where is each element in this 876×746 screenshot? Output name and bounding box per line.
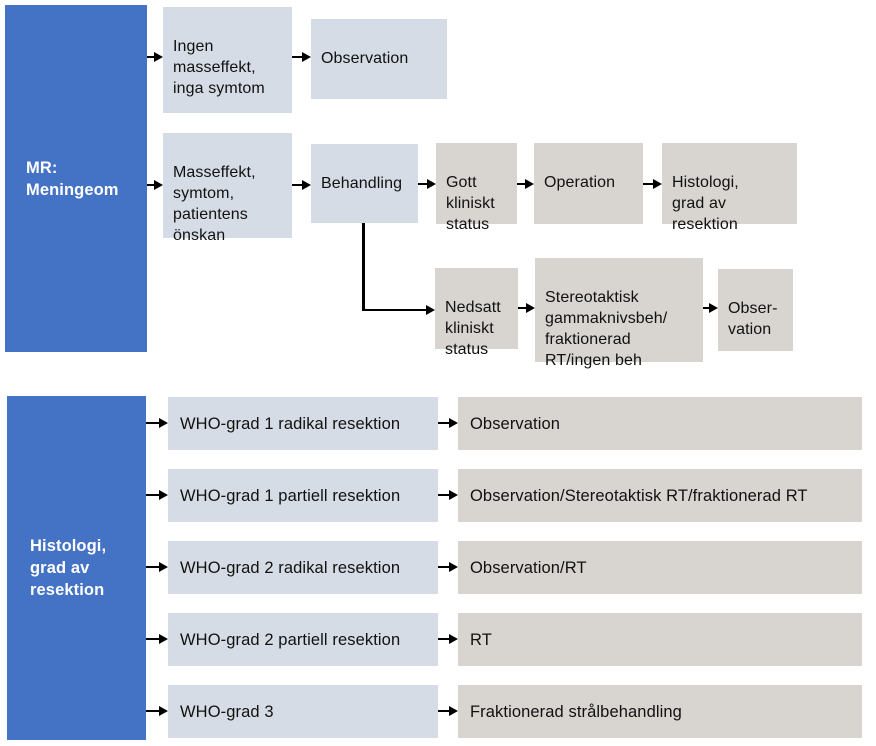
- grade-box-who2-partiell: WHO-grad 2 partiell resektion: [168, 613, 438, 666]
- outcome-box-who1-partiell: Observation/Stereotaktisk RT/fraktionera…: [458, 469, 862, 522]
- outcome-box-who2-partiell: RT: [458, 613, 862, 666]
- node-observation-bottom-label: Obser- vation: [728, 300, 778, 338]
- elbow-behandling-vertical: [362, 223, 365, 311]
- arrow-grade-1r-to-outcome: [438, 418, 458, 427]
- grade-box-who3: WHO-grad 3: [168, 685, 438, 738]
- outcome-box-who3-label: Fraktionerad strålbehandling: [470, 702, 682, 721]
- arrow-grade-2p-to-outcome: [438, 634, 458, 643]
- node-observation-top-label: Observation: [321, 50, 409, 67]
- grade-box-who3-label: WHO-grad 3: [180, 702, 274, 721]
- arrow-root-to-grade-1p: [146, 490, 168, 499]
- outcome-box-who2-radikal: Observation/RT: [458, 541, 862, 594]
- node-ingen-masseffekt: Ingen masseffekt, inga symtom: [163, 7, 292, 113]
- grade-box-who1-partiell: WHO-grad 1 partiell resektion: [168, 469, 438, 522]
- outcome-box-who1-partiell-label: Observation/Stereotaktisk RT/fraktionera…: [470, 486, 808, 505]
- node-behandling: Behandling: [311, 144, 418, 223]
- grade-box-who1-radikal: WHO-grad 1 radikal resektion: [168, 397, 438, 450]
- elbow-behandling-to-nedsatt-status: [362, 305, 435, 314]
- node-ingen-masseffekt-label: Ingen masseffekt, inga symtom: [173, 38, 265, 97]
- node-masseffekt: Masseffekt, symtom, patientens önskan: [163, 133, 292, 244]
- node-stereotaktisk-beh: Stereotaktisk gammaknivsbeh/ fraktionera…: [535, 258, 703, 369]
- arrow-operation-to-histologi: [643, 179, 662, 188]
- node-mr-meningeom: MR: Meningeom: [5, 5, 147, 352]
- grade-box-who1-radikal-label: WHO-grad 1 radikal resektion: [180, 414, 401, 433]
- grade-box-who1-partiell-label: WHO-grad 1 partiell resektion: [180, 486, 401, 505]
- arrow-root-to-grade-3: [146, 706, 168, 715]
- node-masseffekt-label: Masseffekt, symtom, patientens önskan: [173, 164, 256, 244]
- outcome-box-who1-radikal: Observation: [458, 397, 862, 450]
- arrow-grade-2r-to-outcome: [438, 562, 458, 571]
- node-stereotaktisk-beh-label: Stereotaktisk gammaknivsbeh/ fraktionera…: [545, 289, 668, 369]
- node-histologi-root-label: Histologi, grad av resektion: [30, 537, 107, 599]
- node-histologi-grad-av-resektion-label: Histologi, grad av resektion: [672, 174, 739, 233]
- node-gott-kliniskt-status: Gott kliniskt status: [436, 143, 517, 233]
- node-gott-kliniskt-status-label: Gott kliniskt status: [446, 174, 495, 233]
- grade-box-who2-partiell-label: WHO-grad 2 partiell resektion: [180, 630, 401, 649]
- node-observation-bottom: Obser- vation: [718, 269, 793, 351]
- arrow-stereotaktisk-to-observation: [703, 303, 718, 312]
- node-nedsatt-kliniskt-status-label: Nedsatt kliniskt status: [445, 299, 501, 358]
- arrow-nedsatt-status-to-stereotaktisk: [518, 303, 535, 312]
- node-mr-meningeom-label: MR: Meningeom: [26, 158, 119, 199]
- outcome-box-who3: Fraktionerad strålbehandling: [458, 685, 862, 738]
- arrow-masseffekt-to-behandling: [292, 180, 311, 189]
- node-histologi-root: Histologi, grad av resektion: [7, 396, 146, 740]
- arrow-root-to-grade-2p: [146, 634, 168, 643]
- grade-box-who2-radikal-label: WHO-grad 2 radikal resektion: [180, 558, 401, 577]
- arrow-grade-1p-to-outcome: [438, 490, 458, 499]
- grade-box-who2-radikal: WHO-grad 2 radikal resektion: [168, 541, 438, 594]
- arrow-behandling-to-gott-status: [418, 179, 436, 188]
- node-histologi-grad-av-resektion: Histologi, grad av resektion: [662, 143, 797, 233]
- node-nedsatt-kliniskt-status: Nedsatt kliniskt status: [435, 268, 518, 358]
- node-behandling-label: Behandling: [321, 175, 403, 192]
- outcome-box-who2-radikal-label: Observation/RT: [470, 558, 587, 577]
- node-operation-label: Operation: [544, 174, 616, 191]
- arrow-gott-status-to-operation: [517, 179, 534, 188]
- arrow-root-to-ingen-masseffekt: [147, 52, 163, 61]
- outcome-box-who2-partiell-label: RT: [470, 630, 492, 649]
- arrow-root-to-grade-2r: [146, 562, 168, 571]
- outcome-box-who1-radikal-label: Observation: [470, 414, 561, 433]
- arrow-ingen-masseffekt-to-observation: [292, 52, 311, 61]
- node-observation-top: Observation: [311, 19, 447, 99]
- node-operation: Operation: [534, 143, 643, 224]
- arrow-root-to-grade-1r: [146, 418, 168, 427]
- arrow-root-to-masseffekt: [147, 180, 163, 189]
- arrow-grade-3-to-outcome: [438, 706, 458, 715]
